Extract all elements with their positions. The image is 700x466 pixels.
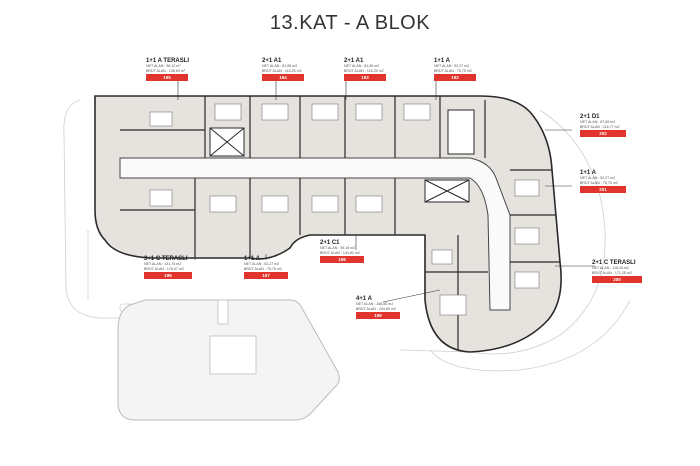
unit-number-badge: 193 — [344, 74, 386, 81]
unit-number-badge: 202 — [580, 130, 626, 137]
net-area: NET ALAN : 96,12 m² — [146, 64, 181, 68]
gross-area: BRÜT ALAN : 118,25 m2 — [262, 69, 302, 73]
gross-area: BRÜT ALAN : 75,75 m2 — [244, 267, 282, 271]
unit-label-194[interactable]: 2+1 A1 NET ALAN : 81,65 m2 BRÜT ALAN : 1… — [262, 58, 304, 81]
unit-label-198[interactable]: 2+1 C1 NET ALAN : 99,18 m2 BRÜT ALAN : 1… — [320, 240, 364, 263]
page-title: 13.KAT - A BLOK — [269, 12, 431, 34]
stair-core — [209, 109, 475, 203]
unit-type: 1+1 A — [434, 58, 450, 64]
unit-label-201[interactable]: 1+1 A NET ALAN : 52,27 m2 BRÜT ALAN : 75… — [580, 170, 626, 193]
net-area: NET ALAN : 121,75 m2 — [144, 262, 182, 266]
unit-number-badge: 197 — [244, 272, 288, 279]
net-area: NET ALAN : 81,65 m2 — [344, 64, 380, 68]
furniture-blocks — [149, 103, 540, 316]
unit-label-192[interactable]: 1+1 A NET ALAN : 52,27 m2 BRÜT ALAN : 75… — [434, 58, 476, 81]
pool-area — [117, 299, 340, 421]
unit-type: 2+1 D1 — [580, 114, 600, 120]
unit-label-196[interactable]: 3+1 C TERASLI NET ALAN : 121,75 m2 BRÜT … — [144, 256, 192, 279]
unit-type: 2+1 C1 — [320, 240, 340, 246]
unit-type: 2+1 A1 — [262, 58, 282, 64]
unit-walls — [120, 96, 560, 350]
gross-area: BRÜT ALAN : 136,63 m² — [146, 69, 186, 73]
gross-area: BRÜT ALAN : 118,25 m2 — [344, 69, 384, 73]
unit-label-193[interactable]: 2+1 A1 NET ALAN : 81,65 m2 BRÜT ALAN : 1… — [344, 58, 386, 81]
gross-area: BRÜT ALAN : 176,47 m2 — [144, 267, 184, 271]
unit-number-badge: 195 — [146, 74, 188, 81]
unit-type: 4+1 A — [356, 296, 372, 302]
net-area: NET ALAN : 87,65 m2 — [580, 120, 616, 124]
net-area: NET ALAN : 52,27 m2 — [580, 176, 616, 180]
net-area: NET ALAN : 99,18 m2 — [320, 246, 356, 250]
net-area: NET ALAN : 168,85 m2 — [356, 302, 394, 306]
gross-area: BRÜT ALAN : 171,25 m2 — [592, 271, 632, 275]
unit-type: 2+1 A1 — [344, 58, 364, 64]
building-footprint — [94, 95, 562, 353]
unit-number-badge: 194 — [262, 74, 304, 81]
unit-number-badge: 198 — [320, 256, 364, 263]
unit-number-badge: 192 — [434, 74, 476, 81]
unit-label-199[interactable]: 4+1 A NET ALAN : 168,85 m2 BRÜT ALAN : 2… — [356, 296, 400, 319]
gross-area: BRÜT ALAN : 143,81 m2 — [320, 251, 360, 255]
unit-label-202[interactable]: 2+1 D1 NET ALAN : 87,65 m2 BRÜT ALAN : 1… — [580, 114, 626, 137]
unit-number-badge: 196 — [144, 272, 192, 279]
net-area: NET ALAN : 81,65 m2 — [262, 64, 298, 68]
unit-type: 1+1 A — [244, 256, 260, 262]
gross-area: BRÜT ALAN : 75,75 m2 — [434, 69, 472, 73]
unit-label-195[interactable]: 1+1 A TERASLI NET ALAN : 96,12 m² BRÜT A… — [146, 58, 190, 81]
net-area: NET ALAN : 118,18 m2 — [592, 266, 630, 270]
net-area: NET ALAN : 52,27 m2 — [434, 64, 470, 68]
unit-number-badge: 200 — [592, 276, 642, 283]
gross-area: BRÜT ALAN : 116,77 m2 — [580, 125, 620, 129]
gross-area: BRÜT ALAN : 75,75 m2 — [580, 181, 618, 185]
gross-area: BRÜT ALAN : 244,69 m2 — [356, 307, 396, 311]
unit-label-197[interactable]: 1+1 A NET ALAN : 52,27 m2 BRÜT ALAN : 75… — [244, 256, 288, 279]
unit-type: 1+1 A — [580, 170, 596, 176]
unit-number-badge: 201 — [580, 186, 626, 193]
unit-label-200[interactable]: 2+1 C TERASLI NET ALAN : 118,18 m2 BRÜT … — [592, 260, 642, 283]
unit-type: 2+1 C TERASLI — [592, 260, 636, 266]
unit-number-badge: 199 — [356, 312, 400, 319]
unit-type: 3+1 C TERASLI — [144, 256, 188, 262]
net-area: NET ALAN : 52,27 m2 — [244, 262, 280, 266]
unit-type: 1+1 A TERASLI — [146, 58, 190, 64]
